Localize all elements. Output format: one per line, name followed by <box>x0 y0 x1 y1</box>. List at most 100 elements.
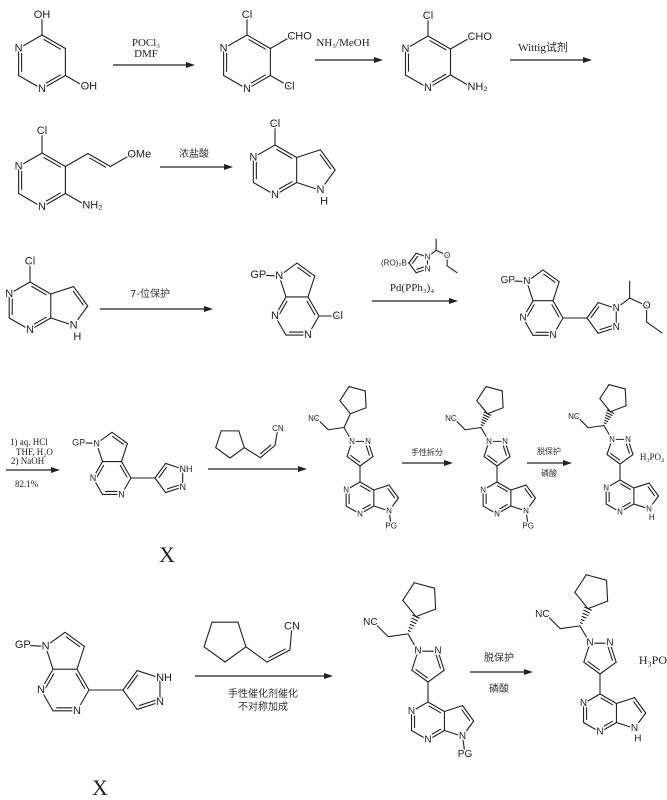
bond <box>327 426 345 431</box>
double-bond-line <box>365 444 370 456</box>
double-bond-line <box>610 453 621 461</box>
double-bond-line <box>497 504 508 511</box>
hashed-wedge-bond <box>410 620 417 625</box>
atom-label-nh: NH <box>156 672 172 684</box>
bond <box>266 649 291 663</box>
ring-bond <box>552 300 564 319</box>
ring-bond <box>18 192 43 208</box>
bond <box>388 497 400 512</box>
ring-bond <box>496 456 511 467</box>
arrow-route2-step1 <box>195 673 333 679</box>
bond <box>461 720 475 737</box>
ring-bond <box>599 721 618 733</box>
double-bond-line <box>428 705 442 714</box>
double-bond-line <box>43 39 61 50</box>
bond <box>526 281 534 302</box>
ring-bond <box>501 390 504 409</box>
atom-label-n: N <box>425 252 431 261</box>
atom-label-n: N <box>625 435 631 444</box>
double-bond-line <box>387 488 396 499</box>
bond <box>388 484 400 499</box>
double-bond-line <box>526 304 535 318</box>
bond <box>73 286 89 307</box>
ring-bond <box>605 503 621 513</box>
atom-label-n: N <box>304 329 312 341</box>
atom-label-n: N <box>613 322 620 333</box>
ring-bond <box>482 505 498 515</box>
atom-label-nh2: NH₂ <box>82 200 102 212</box>
bond <box>316 417 329 431</box>
bond <box>633 712 647 729</box>
arrow-step5 <box>100 306 213 312</box>
double-bond-line <box>360 504 371 511</box>
atom-label-n: N <box>502 437 508 446</box>
reagent-naoh: 2) NaOH <box>11 456 45 466</box>
double-bond-line <box>111 435 124 445</box>
double-bond-line <box>487 455 498 463</box>
condition-deprotection: 脱保护 <box>537 446 561 456</box>
bond <box>22 644 47 647</box>
compound-label-x: X <box>159 542 175 567</box>
arrow-step4 <box>160 164 233 170</box>
ring-bond <box>359 481 375 491</box>
atom-label-n: N <box>609 435 615 444</box>
atom-label-nc: NC <box>308 414 320 423</box>
atom-label-n: N <box>434 646 441 657</box>
ring-bond <box>165 486 184 494</box>
ring-bond <box>606 454 621 465</box>
ring-bond <box>367 440 374 458</box>
double-bond-line <box>248 74 266 85</box>
double-bond-line <box>360 485 371 492</box>
reagent-conc-hcl: 浓盐酸 <box>179 147 209 160</box>
ring-bond <box>413 582 436 589</box>
arrow-step6 <box>372 298 458 304</box>
ring-bond <box>408 252 417 264</box>
atom-label-oh: OH <box>34 9 51 21</box>
double-bond-line <box>429 73 447 85</box>
ring-bond <box>619 503 635 513</box>
hashed-wedge-bond <box>582 612 589 617</box>
ring-bond <box>41 34 66 50</box>
double-bond-line <box>126 674 138 690</box>
atom-label-n: N <box>603 484 609 493</box>
bond <box>615 721 636 729</box>
atom-label-n: N <box>523 506 529 515</box>
bond <box>407 633 419 652</box>
hashed-wedge-bond <box>605 412 613 416</box>
atom-label-n: N <box>179 482 186 492</box>
atom-label-cn: CN <box>284 621 300 633</box>
ring-bond <box>504 440 511 458</box>
atom-label-n: N <box>156 696 164 708</box>
hashed-wedge-bond <box>603 422 607 425</box>
atom-label-n: N <box>480 486 486 495</box>
atom-label-n: N <box>349 437 355 446</box>
ring-bond <box>246 74 271 90</box>
hashed-wedge-bond <box>409 623 415 627</box>
ring-bond <box>585 574 608 581</box>
atom-label-pg: PG <box>385 522 397 531</box>
atom-label-n: N <box>408 706 415 717</box>
bond <box>576 415 589 429</box>
ring-bond <box>274 181 298 196</box>
ring-bond <box>608 384 626 390</box>
atom-label-layer: NNOHOHNNClCHOClNNClCHONH₂NNClNH₂OMeNNNHC… <box>4 8 657 762</box>
atom-label-h: H <box>320 196 328 208</box>
arrow-step3 <box>510 57 592 63</box>
bond <box>443 729 464 737</box>
ring-bond <box>482 481 498 491</box>
atom-label-n: N <box>459 731 466 742</box>
ring-bond <box>415 268 429 274</box>
atom-label-nh: NH <box>180 464 193 474</box>
atom-label-oh: OH <box>81 81 98 93</box>
atom-label-gp: GP <box>501 275 516 286</box>
ring-bond <box>120 460 132 479</box>
atom-label-n: N <box>596 727 603 738</box>
bond <box>464 426 482 431</box>
atom-label-nc: NC <box>535 609 549 620</box>
ring-bond <box>415 608 437 618</box>
bond <box>120 442 128 463</box>
double-bond-line <box>276 181 293 192</box>
ring-bond <box>476 400 488 415</box>
double-bond-line <box>600 697 614 706</box>
double-bond-line <box>31 285 47 296</box>
